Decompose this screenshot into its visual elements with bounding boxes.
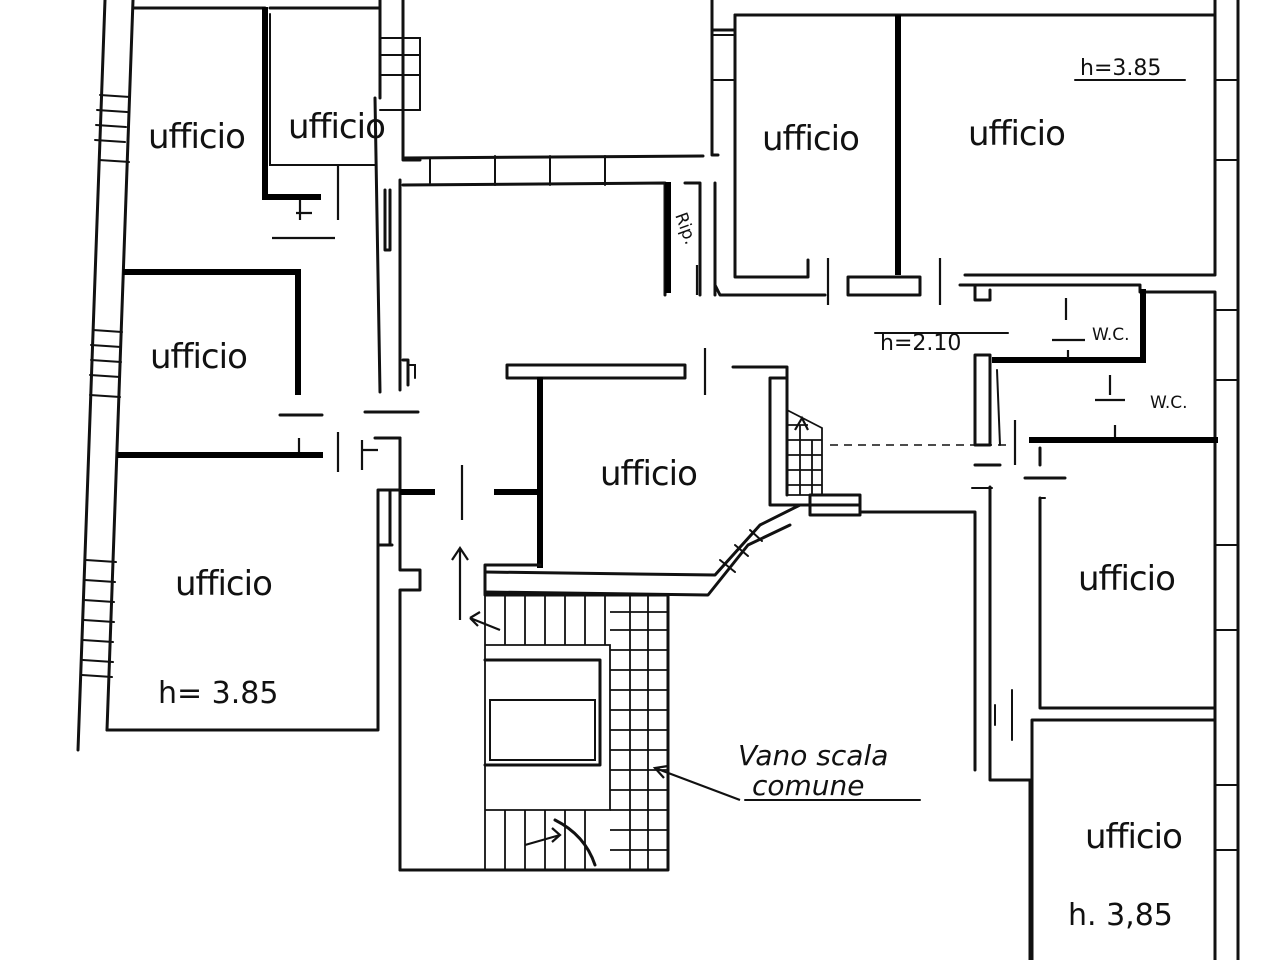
left-outer-wall	[76, 0, 135, 752]
room-label-top-left-a: ufficio	[148, 117, 245, 157]
label-wc-2: W.C.	[1150, 393, 1188, 413]
room-label-top-left-b: ufficio	[288, 107, 385, 147]
room-label-top-right-a: ufficio	[762, 119, 859, 159]
small-staircase	[786, 409, 823, 496]
room-label-top-right-b: ufficio	[968, 114, 1065, 154]
room-label-mid-left: ufficio	[150, 337, 247, 377]
common-staircase	[483, 595, 921, 870]
height-label-corridor: h=2.10	[880, 331, 961, 356]
room-label-center: ufficio	[600, 454, 697, 494]
height-label-bottom-right: h. 3,85	[1068, 898, 1173, 933]
height-label-top-right: h=3.85	[1080, 56, 1161, 81]
label-stair-line2: comune	[752, 769, 865, 802]
room-label-bottom-left: ufficio	[175, 564, 272, 604]
label-stair-line1: Vano scala	[738, 739, 888, 772]
room-label-right-mid: ufficio	[1078, 559, 1175, 599]
label-wc-1: W.C.	[1092, 325, 1130, 345]
room-label-right-bottom: ufficio	[1085, 817, 1182, 857]
misc-labels: Rip. W.C. W.C. Vano scala comune	[670, 210, 1187, 802]
height-label-bottom-left: h= 3.85	[158, 676, 278, 711]
height-labels: h=3.85 h= 3.85 h. 3,85 h=2.10	[158, 56, 1173, 933]
entrance-arrows	[451, 546, 501, 632]
label-rip: Rip.	[670, 210, 700, 248]
room-labels: ufficio ufficio ufficio ufficio ufficio …	[148, 107, 1183, 857]
right-block-walls	[665, 0, 1240, 960]
corridor-walls	[383, 154, 1032, 960]
